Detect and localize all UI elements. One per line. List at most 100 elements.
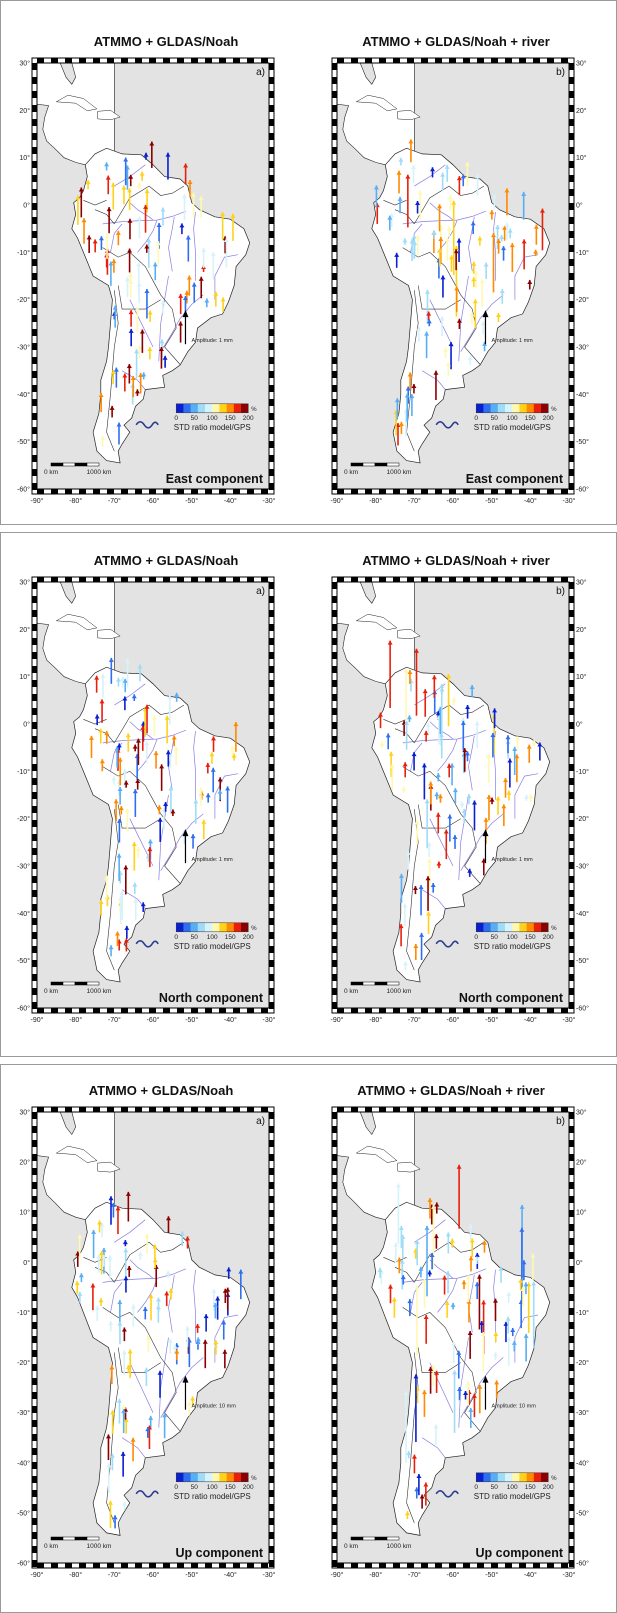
station-arrowhead [510,1327,516,1332]
lat-tick-label: 30° [19,60,30,68]
station-arrowhead [501,246,507,251]
station-arrowhead [421,1390,427,1395]
station-arrowhead [162,1413,168,1418]
frame-tick [32,175,37,182]
station-arrowhead [135,779,141,784]
frame-tick [332,357,337,364]
frame-tick [393,1107,400,1112]
scale-bar-segment [386,1536,400,1541]
station-arrowhead [461,808,467,813]
frame-tick [269,189,274,196]
station-arrowhead [160,300,166,305]
frame-tick [247,1107,254,1112]
station-arrowhead [469,684,475,689]
scale-bar-start: 0 km [44,469,58,476]
station-arrowhead [108,945,114,950]
river [468,735,475,791]
frame-tick [569,1420,574,1427]
station-arrowhead [482,341,488,346]
colorbar-tick-label: 0 [174,934,178,941]
station-arrowhead [533,249,539,254]
frame-tick [32,778,37,785]
river [402,729,487,744]
frame-tick [351,1563,358,1568]
station-arrowhead [506,1336,512,1341]
frame-tick [393,577,400,582]
frame-tick [233,58,240,63]
frame-tick [332,1266,337,1273]
frame-tick [435,58,442,63]
frame-tick [269,259,274,266]
frame-tick [569,904,574,911]
station-arrowhead [152,1258,158,1263]
frame-tick [519,58,526,63]
logo-icon [135,421,159,429]
colorbar-tick-label: 150 [525,415,536,422]
lon-tick-label: -70° [408,497,421,505]
frame-tick [332,1448,337,1455]
station-arrowhead [115,230,121,235]
frame-tick [569,918,574,925]
frame-tick [332,301,337,308]
frame-tick [191,577,198,582]
station-arrowhead [427,1198,433,1203]
colorbar-tick-label: 50 [191,415,199,422]
frame-tick [163,1107,170,1112]
frame-tick [561,58,568,63]
frame-tick [269,1392,274,1399]
station-arrowhead [477,236,483,241]
station-arrowhead [443,829,449,834]
frame-tick [332,1112,337,1119]
frame-tick [261,489,268,494]
frame-tick [269,301,274,308]
station-arrowhead [113,367,119,372]
station-arrowhead [171,735,177,740]
station-arrowhead [134,306,140,311]
frame-tick [269,469,274,476]
lat-tick-label: -10° [576,1309,589,1317]
station-arrowhead [423,1482,429,1487]
station-arrowhead [115,677,121,682]
scale-bar-segment [362,1536,376,1541]
station-arrowhead [465,705,471,710]
frame-tick [569,469,574,476]
frame-tick [32,1560,37,1567]
frame-tick [79,1107,86,1112]
station-arrowhead [152,262,158,267]
frame-tick [547,1107,554,1112]
station-arrowhead [213,291,219,296]
river [493,1269,496,1343]
frame-tick [32,1462,37,1469]
station-arrowhead [476,1274,482,1279]
frame-tick [219,1008,226,1013]
frame-tick [32,652,37,659]
river [129,1259,154,1279]
lat-tick-label: -10° [576,249,589,257]
station-arrowhead [105,175,111,180]
station-arrowhead [148,1415,154,1420]
station-arrowhead [424,289,430,294]
station-arrowhead [387,215,393,220]
station-arrowhead [123,938,129,943]
station-arrowhead [467,1331,473,1336]
frame-tick [163,1563,170,1568]
frame-tick [32,259,37,266]
lat-tick-label: -50° [17,1509,30,1517]
station-arrowhead [130,1304,136,1309]
lat-tick-label: 20° [576,107,587,115]
frame-tick [435,1563,442,1568]
frame-tick [269,147,274,154]
frame-tick [269,694,274,701]
station-arrowhead [445,362,451,367]
station-arrowhead [402,903,408,908]
station-arrowhead [190,834,196,839]
frame-tick [32,1532,37,1539]
river [160,1357,204,1418]
river [468,1274,475,1333]
land-central-america [37,582,115,687]
colorbar-label: STD ratio model/GPS [474,1492,551,1501]
scale-bar-end: 1000 km [387,988,412,995]
lon-tick-label: -30° [563,497,576,505]
station-arrowhead [104,730,110,735]
station-arrowhead [75,195,81,200]
